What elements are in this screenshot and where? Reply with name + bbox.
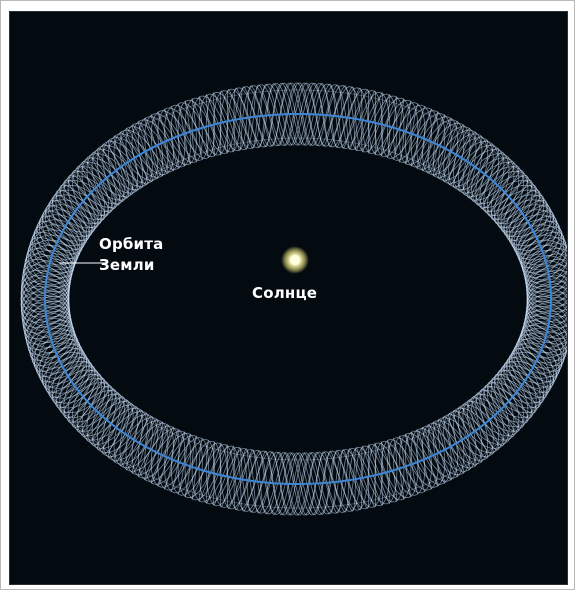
orbit-label-line1: Орбита [99, 235, 164, 253]
mesh-strand-backward [20, 82, 567, 515]
mesh-inner-rim [68, 137, 528, 461]
mesh-outer-rim [20, 89, 567, 509]
space-panel: Орбита Земли Солнце [9, 11, 568, 585]
orbit-label-line2: Земли [99, 256, 155, 274]
mesh-strand-backward [20, 82, 567, 516]
earth-orbit-line [44, 113, 552, 485]
orbit-diagram [20, 82, 567, 516]
sun-core [290, 255, 300, 265]
orbit-torus-mesh [20, 82, 567, 516]
sun-label: Солнце [252, 284, 318, 302]
